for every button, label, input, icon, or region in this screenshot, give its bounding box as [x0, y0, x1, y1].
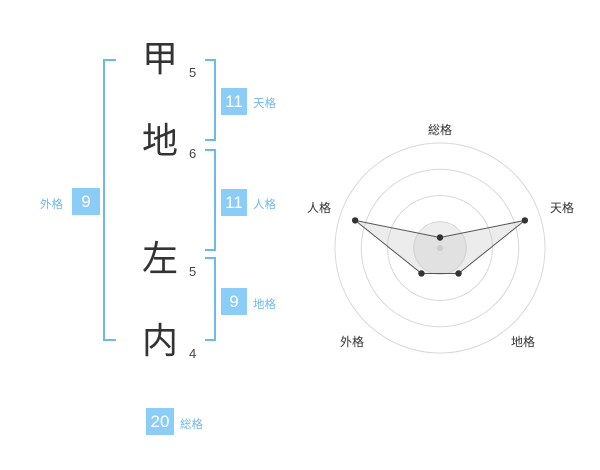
gaikaku-bracket — [103, 59, 116, 341]
tenkaku-bracket — [205, 59, 216, 141]
gaikaku-label: 外格 — [40, 197, 63, 211]
stroke-count-4: 4 — [189, 346, 197, 361]
radar-center-dot — [437, 245, 443, 251]
radar-polygon — [354, 219, 526, 274]
chikaku-bracket — [205, 257, 216, 341]
jinkaku-bracket — [205, 149, 216, 251]
chikaku-label: 地格 — [253, 297, 276, 311]
char-4: 内 — [142, 321, 179, 362]
chikaku-value: 9 — [221, 288, 247, 315]
radar-ring-2 — [387, 195, 493, 301]
stroke-count-1: 5 — [189, 65, 197, 80]
radar-ring-3 — [360, 168, 520, 328]
char-2: 地 — [142, 121, 179, 162]
radar-point-3 — [418, 270, 425, 277]
radar-point-1 — [521, 217, 529, 224]
tenkaku-value: 11 — [221, 88, 247, 115]
stroke-count-3: 5 — [189, 264, 197, 279]
jinkaku-label: 人格 — [253, 197, 276, 211]
axis-label-0: 総格 — [428, 123, 453, 137]
axis-label-1: 天格 — [550, 201, 575, 215]
jinkaku-value: 11 — [221, 189, 247, 216]
soukaku-label: 総格 — [180, 417, 203, 431]
char-3: 左 — [142, 239, 179, 280]
soukaku-value: 20 — [146, 408, 174, 435]
radar-ring-4 — [334, 142, 546, 354]
tenkaku-label: 天格 — [253, 96, 276, 110]
radar-ring-1 — [413, 221, 467, 275]
stroke-count-2: 6 — [189, 146, 197, 161]
axis-label-2: 地格 — [511, 335, 536, 349]
radar-point-4 — [351, 217, 359, 224]
axis-label-3: 外格 — [340, 335, 365, 349]
axis-label-4: 人格 — [307, 201, 332, 215]
char-1: 甲 — [142, 39, 179, 80]
radar-point-0 — [436, 234, 444, 241]
gaikaku-value: 9 — [72, 188, 100, 215]
radar-point-2 — [455, 270, 462, 277]
